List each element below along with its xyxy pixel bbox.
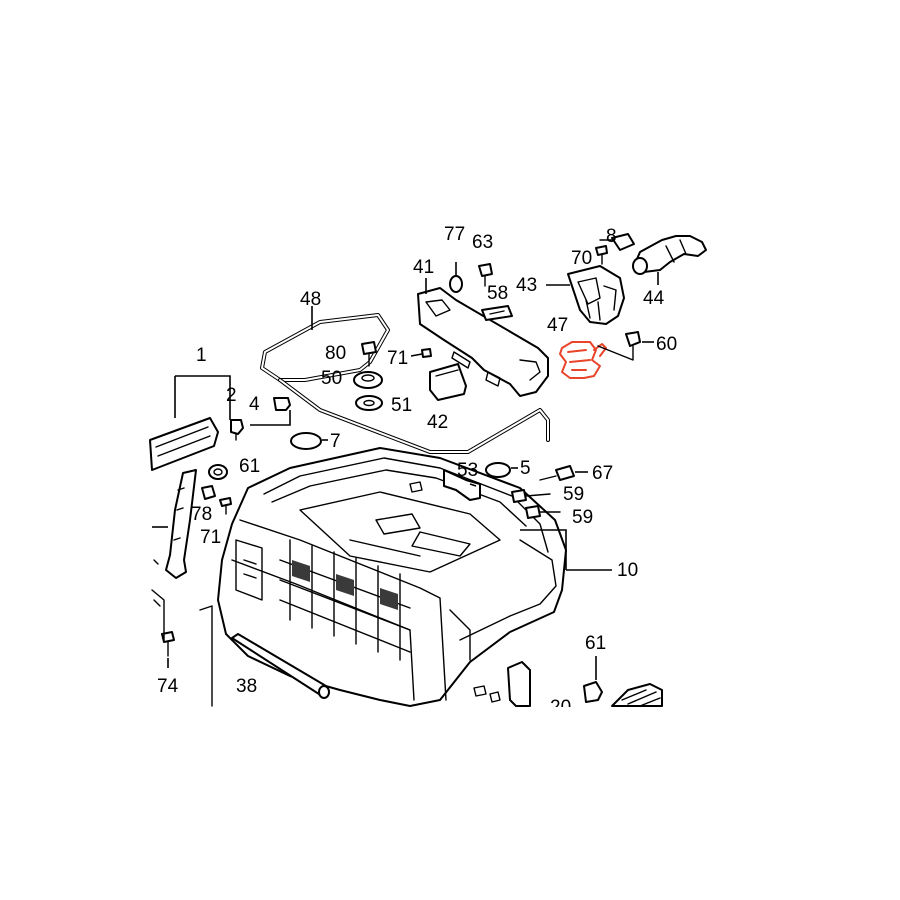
callout-44: 44	[643, 288, 665, 309]
part-10-trunk-body	[217, 447, 612, 707]
part-20-bracket	[473, 661, 531, 707]
callout-78: 78	[191, 504, 212, 525]
callout-47: 47	[547, 315, 568, 336]
part-71-screw-left	[219, 497, 232, 515]
callout-80: 80	[325, 343, 346, 364]
bottom-right-vent	[611, 683, 663, 707]
callout-51: 51	[391, 395, 412, 416]
callout-1: 1	[196, 345, 207, 366]
callout-70: 70	[571, 248, 592, 269]
callout-63: 63	[472, 232, 493, 253]
callout-7: 7	[330, 431, 341, 452]
part-50-collar	[353, 371, 383, 389]
callout-67: 67	[592, 463, 613, 484]
part-47-latch-highlighted	[559, 341, 607, 379]
part-44-key-cylinder	[632, 235, 707, 285]
part-48-seal	[260, 306, 550, 454]
part-74-bolt	[161, 631, 175, 668]
part-77-cap	[449, 262, 463, 293]
callout-43: 43	[516, 275, 537, 296]
part-61-grommet-bottom	[583, 656, 603, 703]
callout-77: 77	[444, 224, 465, 245]
callout-10: 10	[617, 560, 638, 581]
callout-2: 2	[226, 385, 237, 406]
part-5-cap	[485, 462, 518, 478]
part-59-bolt-a	[511, 489, 551, 503]
part-71-screw-center	[410, 348, 432, 358]
callout-4: 4	[249, 394, 260, 415]
callout-8: 8	[606, 226, 617, 247]
part-38-rod	[231, 633, 330, 699]
part-60-pin	[597, 331, 654, 361]
part-42-cover	[429, 363, 467, 401]
callout-58: 58	[487, 283, 508, 304]
part-53-bracket	[443, 469, 481, 501]
callout-53: 53	[457, 460, 478, 481]
part-2-fastener	[230, 419, 244, 441]
callout-42: 42	[427, 412, 448, 433]
part-1-grab-rail	[149, 375, 231, 579]
part-7-cap	[290, 432, 328, 450]
part-51-washer	[355, 395, 383, 411]
callout-5: 5	[520, 458, 531, 479]
callout-61-left: 61	[239, 456, 260, 477]
part-41-hinge-bracket	[417, 278, 549, 397]
part-80-bolt	[361, 341, 377, 367]
callout-71-center: 71	[387, 348, 408, 369]
callout-38: 38	[236, 676, 257, 697]
callout-labels: 77 63 8 70 41 58 43 44 48 47 60 1 80 71 …	[157, 224, 677, 718]
callout-61-bottom: 61	[585, 633, 606, 654]
part-70-screw	[595, 245, 608, 265]
part-8-latch-spring	[599, 233, 635, 251]
crop-mask	[0, 707, 900, 900]
part-78-nut	[201, 485, 216, 500]
callout-60: 60	[656, 334, 677, 355]
part-61-grommet-left	[208, 464, 228, 480]
part-58-label	[481, 305, 513, 321]
part-59-bolt-b	[525, 505, 561, 519]
part-43-lock-mechanism	[546, 265, 625, 325]
callout-74: 74	[157, 676, 179, 697]
part-4-clip	[250, 397, 291, 426]
part-67-bolt	[539, 465, 588, 481]
part-63-bolt	[478, 263, 493, 287]
left-edge-parts	[151, 559, 213, 707]
callout-59-lower: 59	[572, 507, 593, 528]
callout-50: 50	[321, 368, 342, 389]
callout-59-upper: 59	[563, 484, 584, 505]
callout-71-left: 71	[200, 527, 221, 548]
callout-41: 41	[413, 257, 434, 278]
callout-48: 48	[300, 289, 321, 310]
